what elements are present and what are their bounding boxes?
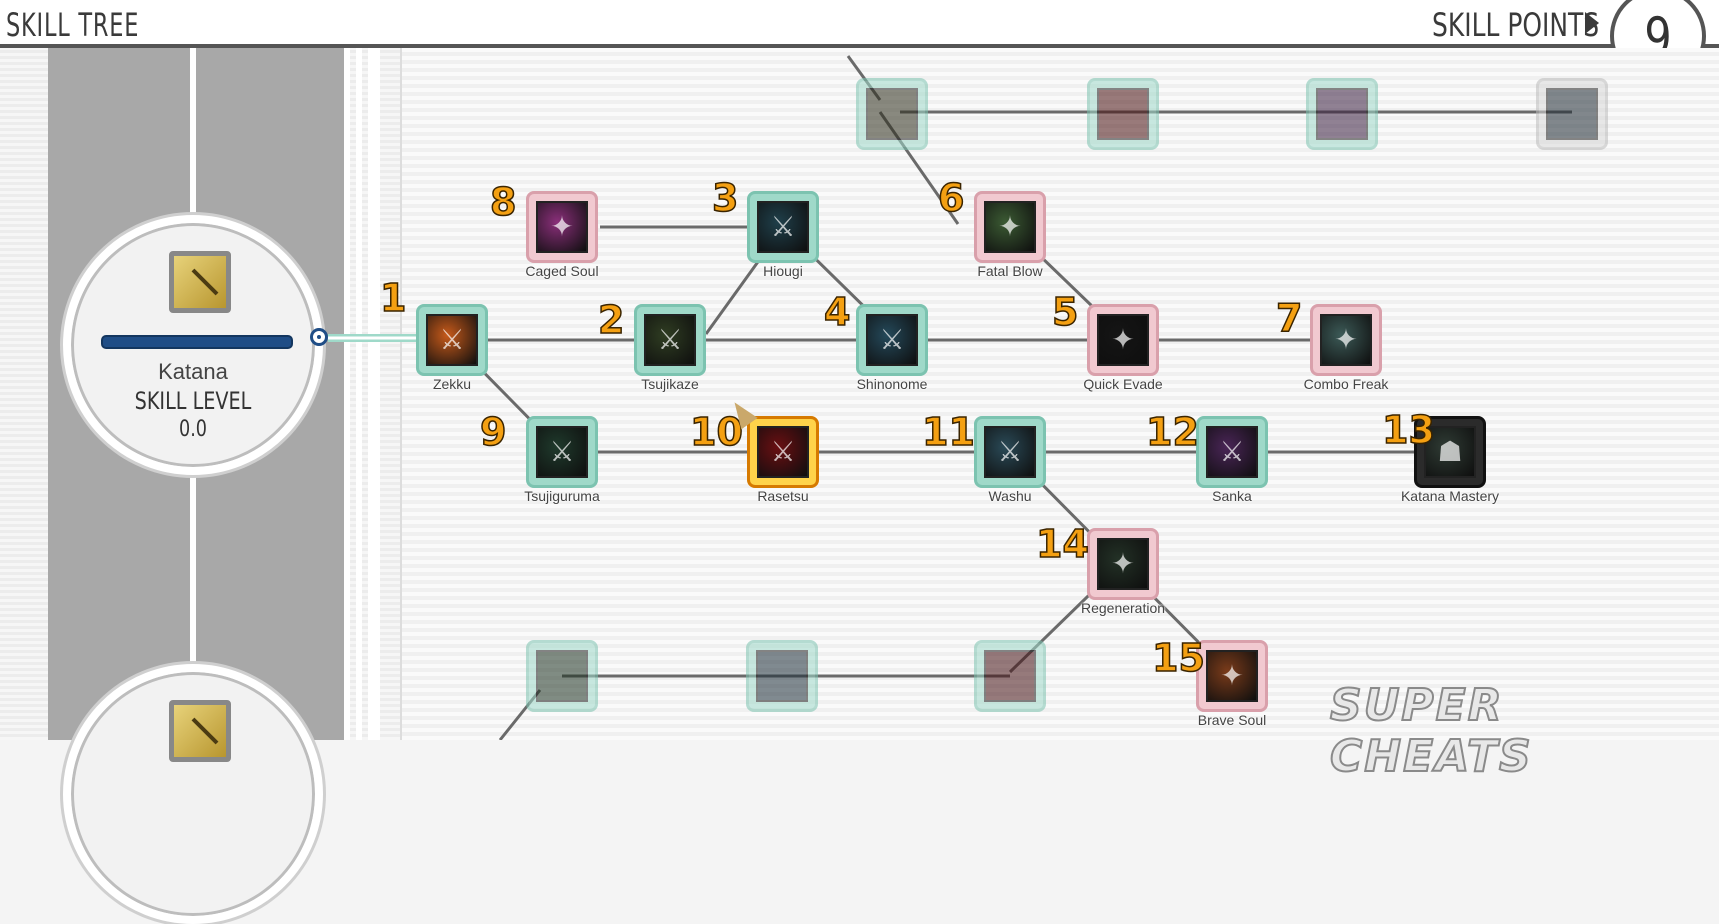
skill-level-label: SKILL LEVEL (134, 387, 252, 415)
skill-label: Tsujikaze (641, 376, 699, 392)
skill-number-annotation: 6 (937, 175, 965, 221)
skill-number-annotation: 4 (823, 289, 851, 335)
skill-number-annotation: 7 (1275, 295, 1303, 341)
locked-skill[interactable] (1087, 78, 1159, 150)
skill-number-annotation: 8 (489, 179, 517, 225)
weapon-name: Katana (158, 359, 228, 384)
skill-label: Shinonome (856, 376, 928, 392)
divider (356, 48, 362, 740)
skill-rasetsu[interactable]: ⚔ (747, 416, 819, 488)
skill-icon: ⚔ (536, 426, 588, 478)
katana-icon (169, 251, 231, 313)
skill-icon: ⚔ (1206, 426, 1258, 478)
skill-tsujikaze[interactable]: ⚔ (634, 304, 706, 376)
header-bar: SKILL TREE SKILL POINTS (0, 0, 1719, 48)
skill-icon: ✦ (1097, 314, 1149, 366)
locked-skill[interactable] (526, 640, 598, 712)
skill-points-label: SKILL POINTS (1432, 6, 1600, 44)
skill-label: Sanka (1212, 488, 1252, 504)
skill-quick-evade[interactable]: ✦ (1087, 304, 1159, 376)
skill-label: Hiougi (763, 263, 803, 279)
watermark-logo: SUPER CHEATS (1329, 679, 1533, 783)
skill-number-annotation: 11 (921, 409, 975, 455)
locked-skill[interactable] (746, 640, 818, 712)
skill-number-annotation: 9 (479, 409, 507, 455)
skill-icon: ✦ (984, 201, 1036, 253)
skill-label: Quick Evade (1083, 376, 1163, 392)
skill-zekku[interactable]: ⚔ (416, 304, 488, 376)
weapon-next[interactable] (63, 664, 323, 924)
katana-icon (169, 700, 231, 762)
skill-number-annotation: 12 (1145, 409, 1199, 455)
skill-fatal-blow[interactable]: ✦ (974, 191, 1046, 263)
skill-label: Caged Soul (525, 263, 599, 279)
skill-number-annotation: 10 (689, 409, 743, 455)
skill-number-annotation: 1 (379, 275, 407, 321)
skill-number-annotation: 13 (1381, 407, 1435, 453)
skill-level-value: 0.0 (179, 417, 207, 442)
connector-node (310, 328, 328, 346)
skill-label: Katana Mastery (1400, 488, 1500, 504)
skill-icon: ⚔ (984, 426, 1036, 478)
skill-combo-freak[interactable]: ✦ (1310, 304, 1382, 376)
skill-caged-soul[interactable]: ✦ (526, 191, 598, 263)
skill-level-bar (101, 335, 293, 349)
skill-icon: ⚔ (757, 201, 809, 253)
skill-label: Zekku (432, 376, 472, 392)
divider (368, 48, 380, 740)
locked-skill[interactable] (856, 78, 928, 150)
skill-washu[interactable]: ⚔ (974, 416, 1046, 488)
skill-icon: ☗ (1424, 426, 1476, 478)
skill-label: Combo Freak (1303, 376, 1389, 392)
locked-skill[interactable] (974, 640, 1046, 712)
skill-number-annotation: 5 (1051, 289, 1079, 335)
skill-icon: ✦ (1097, 538, 1149, 590)
skill-katana-mastery[interactable]: ☗ (1414, 416, 1486, 488)
skill-number-annotation: 3 (711, 175, 739, 221)
locked-skill[interactable] (1536, 78, 1608, 150)
weapon-katana[interactable]: Katana SKILL LEVEL 0.0 (63, 215, 323, 475)
skill-number-annotation: 15 (1151, 635, 1205, 681)
skill-icon: ⚔ (644, 314, 696, 366)
skill-label: Brave Soul (1197, 712, 1267, 728)
play-arrow-icon (1585, 12, 1599, 34)
skill-icon: ⚔ (757, 426, 809, 478)
skill-brave-soul[interactable]: ✦ (1196, 640, 1268, 712)
skill-label: Fatal Blow (977, 263, 1043, 279)
skill-shinonome[interactable]: ⚔ (856, 304, 928, 376)
skill-hiougi[interactable]: ⚔ (747, 191, 819, 263)
skill-number-annotation: 2 (597, 297, 625, 343)
locked-skill[interactable] (1306, 78, 1378, 150)
skill-icon: ✦ (1320, 314, 1372, 366)
skill-regeneration[interactable]: ✦ (1087, 528, 1159, 600)
page-title: SKILL TREE (6, 6, 140, 44)
skill-sanka[interactable]: ⚔ (1196, 416, 1268, 488)
skill-icon: ✦ (1206, 650, 1258, 702)
skill-label: Washu (988, 488, 1032, 504)
skill-icon: ⚔ (866, 314, 918, 366)
skill-label: Tsujiguruma (524, 488, 600, 504)
skill-label: Rasetsu (757, 488, 809, 504)
divider (344, 48, 350, 740)
skill-tsujiguruma[interactable]: ⚔ (526, 416, 598, 488)
skill-icon: ⚔ (426, 314, 478, 366)
skill-icon: ✦ (536, 201, 588, 253)
skill-number-annotation: 14 (1035, 521, 1089, 567)
skill-label: Regeneration (1080, 600, 1166, 616)
